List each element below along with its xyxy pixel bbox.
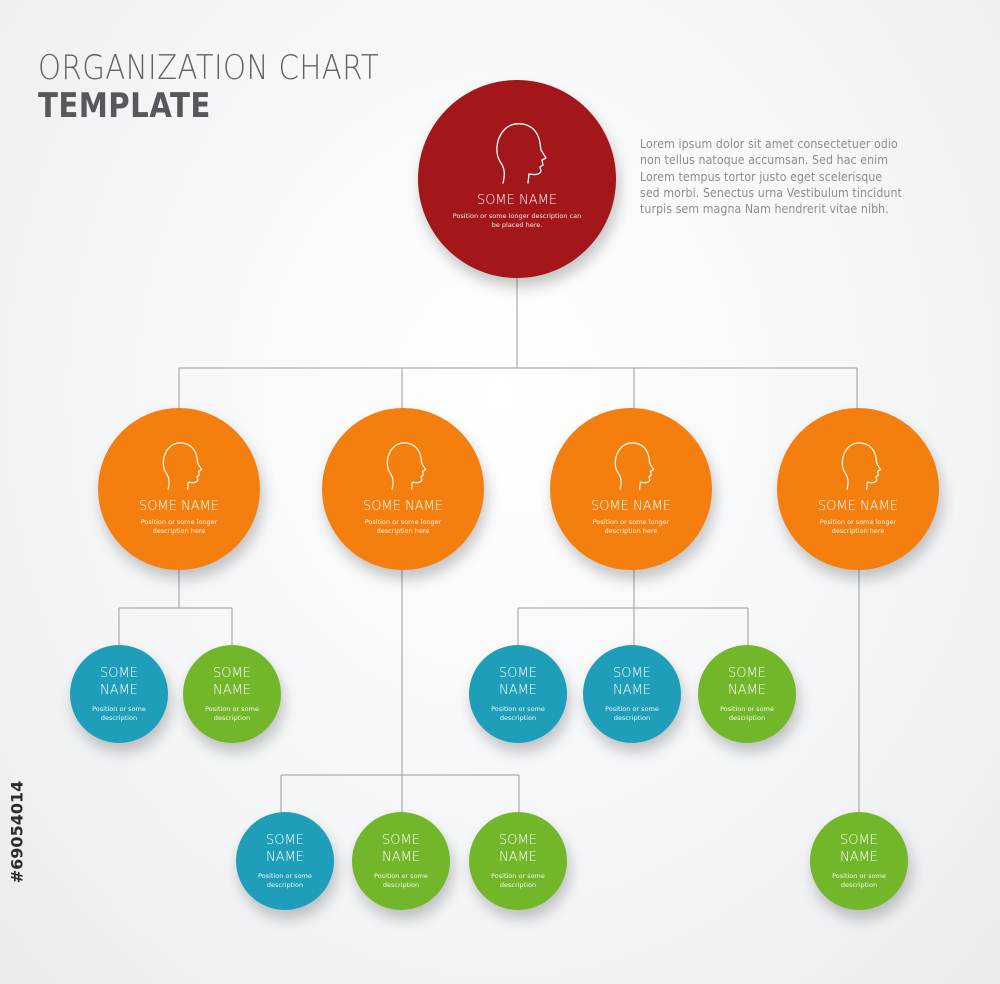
node-description: Position or some description xyxy=(832,872,886,889)
node-name: SOME NAME xyxy=(212,666,252,698)
node-name: SOME NAME xyxy=(727,666,767,698)
node-name: SOME NAME xyxy=(362,498,444,514)
node-description: Position or some description xyxy=(491,872,545,889)
node-description: Position or some description xyxy=(258,872,312,889)
node-staff: SOME NAME Position or some description xyxy=(183,645,281,743)
node-description: Position or some description xyxy=(374,872,428,889)
node-description: Position or some longer description here xyxy=(819,517,897,535)
node-description: Position or some description xyxy=(605,705,659,722)
node-manager: SOME NAME Position or some longer descri… xyxy=(550,408,712,570)
node-name: SOME NAME xyxy=(817,498,899,514)
person-silhouette-icon xyxy=(614,441,655,490)
node-staff: SOME NAME Position or some description xyxy=(698,645,796,743)
chart-title: ORGANIZATION CHART xyxy=(38,48,380,88)
intro-paragraph: Lorem ipsum dolor sit amet consectetuer … xyxy=(640,136,902,217)
node-staff: SOME NAME Position or some description xyxy=(583,645,681,743)
node-description: Position or some longer description here xyxy=(140,517,218,535)
node-name: SOME NAME xyxy=(381,833,421,865)
node-staff: SOME NAME Position or some description xyxy=(236,812,334,910)
node-description: Position or some description xyxy=(92,705,146,722)
node-description: Position or some description xyxy=(205,705,259,722)
node-description: Position or some longer description here xyxy=(364,517,442,535)
node-name: SOME NAME xyxy=(138,498,220,514)
node-description: Position or some longer description can … xyxy=(452,211,582,229)
node-name: SOME NAME xyxy=(590,498,672,514)
stock-id-text: #69054014 xyxy=(7,780,27,884)
person-silhouette-icon xyxy=(496,122,547,184)
node-staff: SOME NAME Position or some description xyxy=(469,812,567,910)
node-name: SOME NAME xyxy=(476,192,558,208)
node-name: SOME NAME xyxy=(498,833,538,865)
node-staff: SOME NAME Position or some description xyxy=(469,645,567,743)
node-manager: SOME NAME Position or some longer descri… xyxy=(777,408,939,570)
node-top: SOME NAME Position or some longer descri… xyxy=(418,80,616,278)
person-silhouette-icon xyxy=(386,441,427,490)
chart-subtitle: TEMPLATE xyxy=(38,86,211,126)
node-manager: SOME NAME Position or some longer descri… xyxy=(98,408,260,570)
node-name: SOME NAME xyxy=(839,833,879,865)
node-description: Position or some longer description here xyxy=(592,517,670,535)
node-manager: SOME NAME Position or some longer descri… xyxy=(322,408,484,570)
node-staff: SOME NAME Position or some description xyxy=(810,812,908,910)
node-description: Position or some description xyxy=(491,705,545,722)
node-name: SOME NAME xyxy=(99,666,139,698)
node-name: SOME NAME xyxy=(612,666,652,698)
stock-id-watermark: #69054014 xyxy=(2,752,32,912)
node-staff: SOME NAME Position or some description xyxy=(352,812,450,910)
node-description: Position or some description xyxy=(720,705,774,722)
node-staff: SOME NAME Position or some description xyxy=(70,645,168,743)
node-name: SOME NAME xyxy=(498,666,538,698)
node-name: SOME NAME xyxy=(265,833,305,865)
person-silhouette-icon xyxy=(841,441,882,490)
person-silhouette-icon xyxy=(162,441,203,490)
